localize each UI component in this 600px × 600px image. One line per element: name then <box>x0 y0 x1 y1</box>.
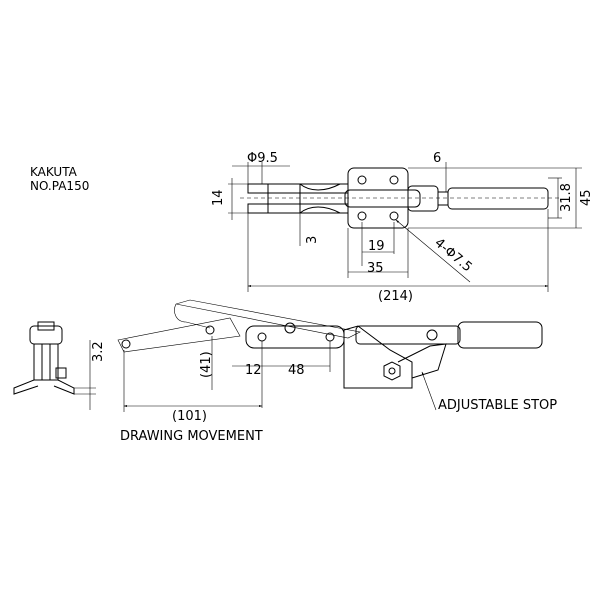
top-base-plate <box>347 167 409 229</box>
mount-hole <box>357 211 367 221</box>
top-arm-upper <box>247 183 349 194</box>
top-arm-lower <box>247 203 349 214</box>
end-view: 3.2 <box>13 321 106 410</box>
dim-214: (214) <box>378 289 413 304</box>
dim-diameter: Φ9.5 <box>247 151 278 166</box>
mount-hole <box>389 175 399 185</box>
top-handle-grip <box>447 187 549 210</box>
dim-31-8: 31.8 <box>559 183 574 212</box>
dim-48: 48 <box>288 363 305 378</box>
dim-35: 35 <box>367 261 384 276</box>
side-view: 12 48 (41) (101) DRAWING MOVEMENT ADJUST… <box>117 299 557 444</box>
dim-45: 45 <box>579 189 594 206</box>
dim-3-2: 3.2 <box>91 341 106 362</box>
dim-101: (101) <box>172 409 207 424</box>
side-base <box>343 325 413 389</box>
dim-41: (41) <box>199 351 214 378</box>
adjustable-stop-label: ADJUSTABLE STOP <box>438 398 557 413</box>
dim-3: 3 <box>305 236 320 244</box>
dim-19: 19 <box>368 239 385 254</box>
maker-label: KAKUTA <box>30 165 78 179</box>
mount-hole <box>357 175 367 185</box>
dim-14: 14 <box>211 189 226 206</box>
dim-12: 12 <box>245 363 262 378</box>
side-handle-grip <box>457 321 543 349</box>
drawing-movement-label: DRAWING MOVEMENT <box>120 429 263 444</box>
mount-hole <box>389 211 399 221</box>
model-label: NO.PA150 <box>30 179 89 193</box>
top-view: Φ9.5 6 14 31.8 45 3 19 35 4-Φ7.5 <box>211 151 594 304</box>
dim-6: 6 <box>433 151 441 166</box>
